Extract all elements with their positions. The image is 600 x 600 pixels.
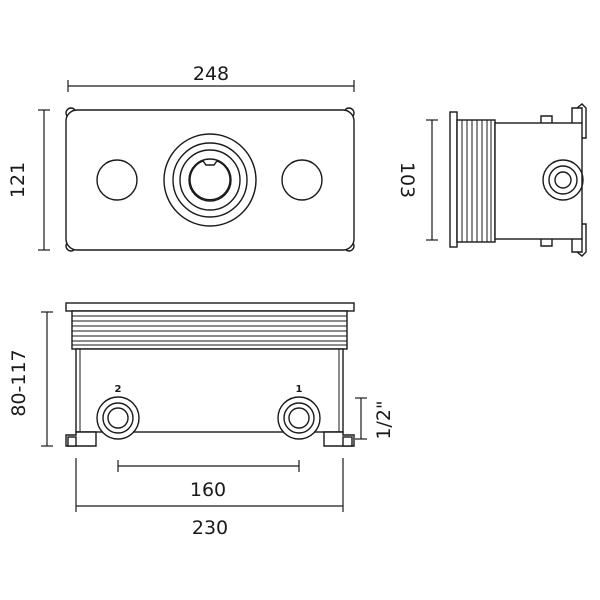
- dimension-label-thread: 1/2": [373, 400, 395, 439]
- dimension-height-121: 121: [7, 109, 50, 251]
- dimension-range-80-117: 80-117: [8, 311, 53, 447]
- dimension-depth-103: 103: [396, 119, 438, 241]
- dimension-label-103: 103: [396, 162, 418, 198]
- dimension-width-248: 248: [67, 63, 355, 92]
- dimension-label-160: 160: [190, 479, 226, 501]
- dimension-base-230: 230: [75, 458, 344, 539]
- dimension-label-248: 248: [193, 63, 229, 85]
- outlet-label-2: 2: [115, 384, 122, 395]
- side-view: 103: [396, 103, 587, 257]
- dimension-thread-size: 1/2": [355, 397, 395, 440]
- right-control-knob: [281, 159, 323, 201]
- dimension-label-80-117: 80-117: [8, 349, 30, 416]
- front-view: 248 121: [7, 63, 355, 252]
- left-control-knob: [96, 159, 138, 201]
- dimension-label-121: 121: [7, 162, 29, 198]
- outlet-1: 1: [277, 384, 321, 440]
- dimension-spacing-160: 160: [117, 460, 300, 501]
- side-outlet: [542, 159, 584, 201]
- side-ribs: [461, 120, 492, 242]
- center-control-knob: [163, 133, 257, 227]
- outlet-label-1: 1: [296, 384, 303, 395]
- dimension-label-230: 230: [192, 517, 228, 539]
- face-plate: [65, 109, 355, 251]
- outlet-2: 2: [96, 384, 140, 440]
- bottom-ribs: [72, 315, 347, 346]
- bottom-view: 80-117 2: [8, 302, 395, 539]
